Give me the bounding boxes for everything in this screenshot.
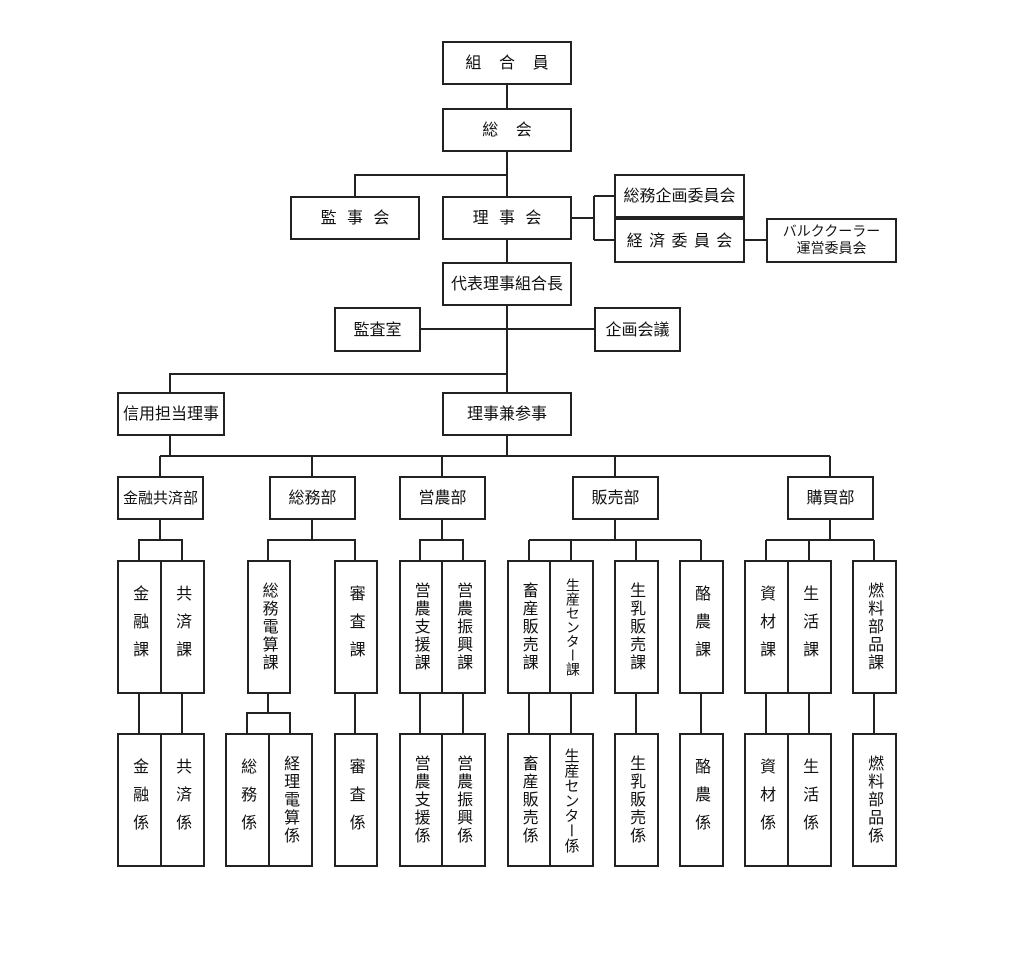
managing-director-box: 理事兼参事 <box>442 392 572 436</box>
unit-nyu-hanbai-box: 生乳販売係 <box>614 733 659 867</box>
unit-kinyu-box: 金融係 <box>117 733 162 867</box>
unit-rakuno-label: 酪農係 <box>692 758 712 842</box>
dept-sales-box: 販売部 <box>572 476 659 520</box>
unit-seikatsu-label: 生活係 <box>800 758 820 842</box>
section-somu-densan-box: 総務電算課 <box>247 560 291 694</box>
credit-director-box: 信用担当理事 <box>117 392 225 436</box>
unit-shinsa-label: 審査係 <box>346 758 366 842</box>
managing-director-label: 理事兼参事 <box>466 404 547 424</box>
economic-committee-box: 経済委員会 <box>614 218 745 263</box>
unit-kyosai-label: 共済係 <box>173 758 193 842</box>
dept-purchasing-box: 購買部 <box>787 476 874 520</box>
general-assembly-label: 総会 <box>482 120 550 140</box>
members-label: 組合員 <box>465 53 567 73</box>
section-nenryo-label: 燃料部品課 <box>865 582 885 672</box>
unit-rakuno-box: 酪農係 <box>679 733 724 867</box>
dept-purchasing-label: 購買部 <box>806 488 855 508</box>
planning-meeting-label: 企画会議 <box>605 319 670 339</box>
section-seisan-center-box: 生産センター課 <box>549 560 594 694</box>
audit-office-box: 監査室 <box>334 307 421 352</box>
audit-office-label: 監査室 <box>353 319 402 339</box>
economic-committee-label: 経済委員会 <box>626 230 739 250</box>
section-kinyu-label: 金融課 <box>130 585 150 669</box>
section-einou-shien-box: 営農支援課 <box>399 560 443 694</box>
unit-einou-shien-box: 営農支援係 <box>399 733 443 867</box>
section-chikusan-hanbai-label: 畜産販売課 <box>519 582 539 672</box>
dept-farming-box: 営農部 <box>399 476 486 520</box>
unit-keiri-densan-box: 経理電算係 <box>268 733 313 867</box>
section-somu-densan-label: 総務電算課 <box>259 582 279 672</box>
unit-einou-shinko-label: 営農振興係 <box>454 755 474 845</box>
dept-general-affairs-box: 総務部 <box>269 476 356 520</box>
section-shinsa-label: 審査課 <box>346 585 366 669</box>
dept-finance-box: 金融共済部 <box>117 476 204 520</box>
unit-nyu-hanbai-label: 生乳販売係 <box>627 755 647 845</box>
unit-shizai-label: 資材係 <box>757 758 777 842</box>
credit-director-label: 信用担当理事 <box>122 404 219 424</box>
section-einou-shien-label: 営農支援課 <box>411 582 431 672</box>
dept-farming-label: 営農部 <box>418 488 467 508</box>
unit-seisan-center-box: 生産センター係 <box>549 733 594 867</box>
president-box: 代表理事組合長 <box>442 262 572 306</box>
unit-nenryo-label: 燃料部品係 <box>865 755 885 845</box>
unit-shinsa-box: 審査係 <box>334 733 378 867</box>
section-shizai-label: 資材課 <box>757 585 777 669</box>
unit-seisan-center-label: 生産センター係 <box>562 747 581 853</box>
section-seikatsu-box: 生活課 <box>787 560 832 694</box>
unit-einou-shinko-box: 営農振興係 <box>441 733 486 867</box>
board-of-directors-box: 理事会 <box>442 196 572 240</box>
section-shinsa-box: 審査課 <box>334 560 378 694</box>
section-kyosai-box: 共済課 <box>160 560 205 694</box>
members-box: 組合員 <box>442 41 572 85</box>
unit-einou-shien-label: 営農支援係 <box>411 755 431 845</box>
unit-seikatsu-box: 生活係 <box>787 733 832 867</box>
section-nenryo-box: 燃料部品課 <box>852 560 897 694</box>
dept-sales-label: 販売部 <box>591 488 640 508</box>
section-kyosai-label: 共済課 <box>173 585 193 669</box>
unit-somu-label: 総務係 <box>238 758 258 842</box>
auditors-board-box: 監事会 <box>290 196 420 240</box>
bulk-cooler-committee-box: バルククーラー 運営委員会 <box>766 218 897 263</box>
section-rakuno-label: 酪農課 <box>692 585 712 669</box>
planning-meeting-box: 企画会議 <box>594 307 681 352</box>
unit-kinyu-label: 金融係 <box>130 758 150 842</box>
section-chikusan-hanbai-box: 畜産販売課 <box>507 560 551 694</box>
auditors-board-label: 監事会 <box>320 208 400 228</box>
unit-nenryo-box: 燃料部品係 <box>852 733 897 867</box>
section-einou-shinko-label: 営農振興課 <box>454 582 474 672</box>
section-seisan-center-label: 生産センター課 <box>563 578 580 676</box>
unit-chikusan-hanbai-box: 畜産販売係 <box>507 733 551 867</box>
section-seikatsu-label: 生活課 <box>800 585 820 669</box>
planning-committee-box: 総務企画委員会 <box>614 174 745 218</box>
dept-finance-label: 金融共済部 <box>122 489 198 507</box>
unit-chikusan-hanbai-label: 畜産販売係 <box>519 755 539 845</box>
dept-general-affairs-label: 総務部 <box>288 488 337 508</box>
president-label: 代表理事組合長 <box>450 274 563 294</box>
section-nyu-hanbai-box: 生乳販売課 <box>614 560 659 694</box>
unit-kyosai-box: 共済係 <box>160 733 205 867</box>
unit-somu-box: 総務係 <box>225 733 270 867</box>
section-nyu-hanbai-label: 生乳販売課 <box>627 582 647 672</box>
board-of-directors-label: 理事会 <box>472 208 552 228</box>
unit-shizai-box: 資材係 <box>744 733 789 867</box>
bulk-cooler-label-line1: バルククーラー <box>782 223 881 240</box>
section-einou-shinko-box: 営農振興課 <box>441 560 486 694</box>
planning-committee-label: 総務企画委員会 <box>623 186 736 206</box>
bulk-cooler-label-line2: 運営委員会 <box>796 240 867 257</box>
section-rakuno-box: 酪農課 <box>679 560 724 694</box>
section-kinyu-box: 金融課 <box>117 560 162 694</box>
unit-keiri-densan-label: 経理電算係 <box>281 755 301 845</box>
general-assembly-box: 総会 <box>442 108 572 152</box>
section-shizai-box: 資材課 <box>744 560 789 694</box>
